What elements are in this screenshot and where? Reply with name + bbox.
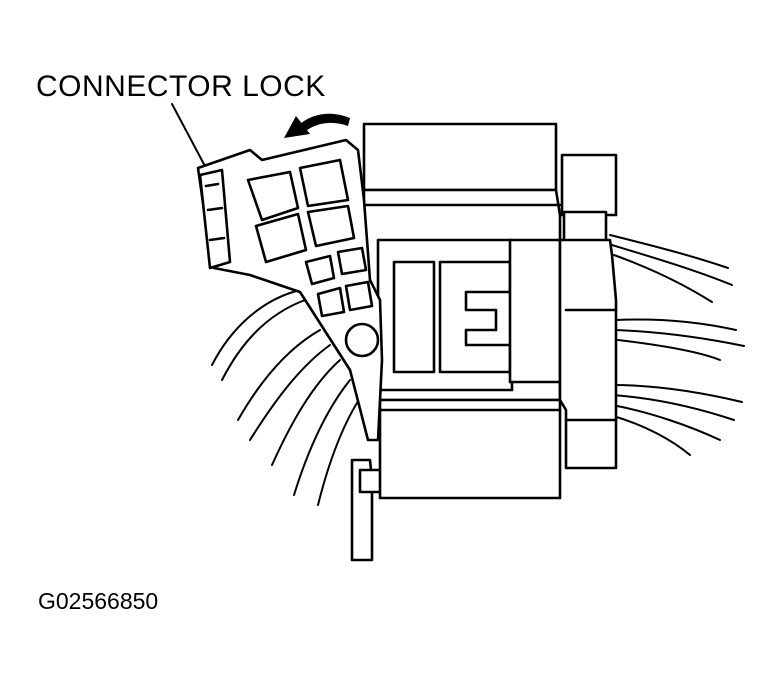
mating-connector: [558, 153, 618, 470]
connector-lock: [196, 138, 384, 442]
callout-leader-line: [171, 103, 207, 169]
curved-arrow-icon: [284, 113, 350, 138]
connector-housing: [362, 122, 562, 500]
mounting-rail: [350, 458, 384, 562]
wire-harness-right: [609, 234, 745, 456]
wire-harness-left: [211, 289, 363, 506]
figure-id-label: G02566850: [38, 588, 159, 614]
connector-lock-label: CONNECTOR LOCK: [36, 70, 326, 103]
